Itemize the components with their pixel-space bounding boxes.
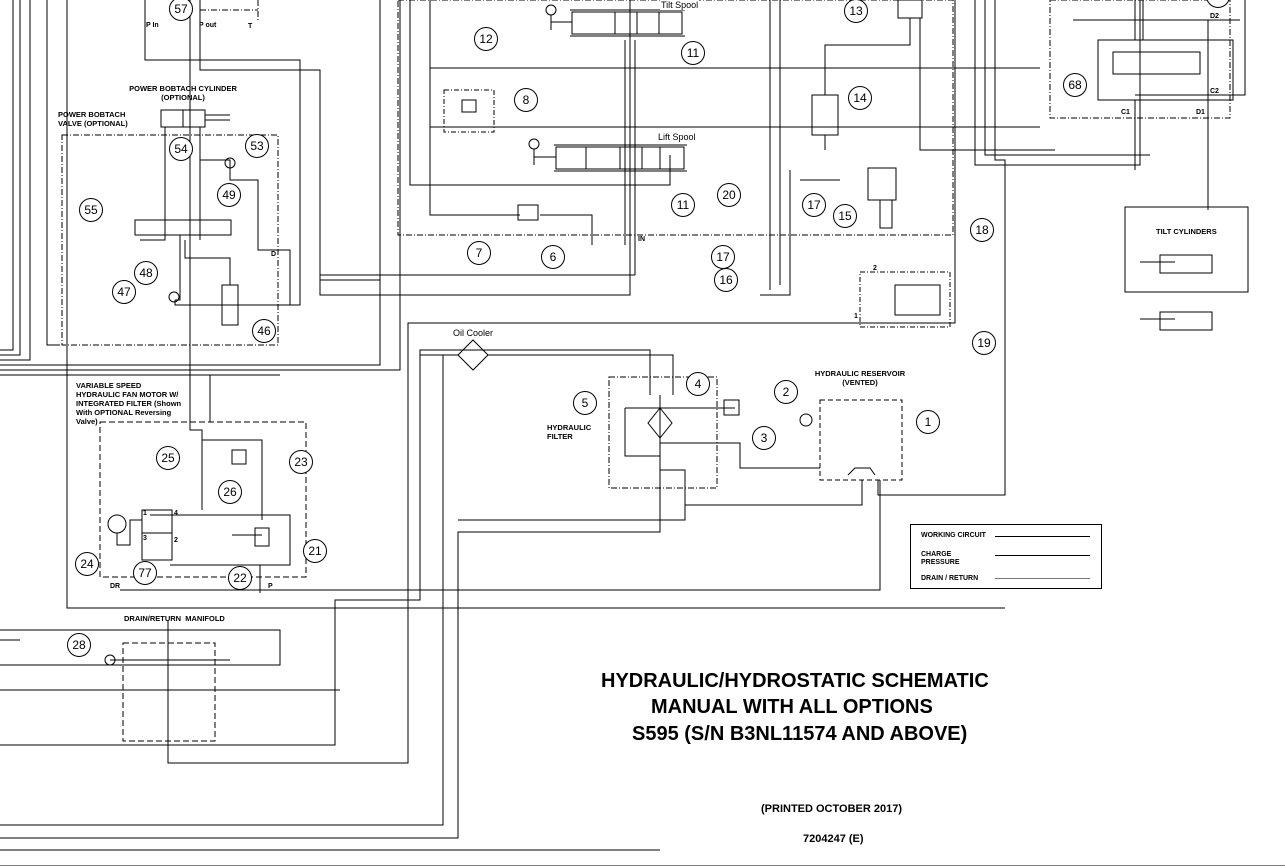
port-in: IN [638,236,645,243]
callout-2: 2 [774,380,798,404]
title-line-3: S595 (S/N B3NL11574 AND ABOVE) [632,723,968,745]
callout-19: 19 [972,331,996,355]
callout-26: 26 [218,480,242,504]
callout-15: 15 [833,204,857,228]
port-fan-2: 2 [174,537,178,544]
port-19-1: 1 [854,313,858,320]
callout-11b: 11 [671,193,695,217]
callout-23: 23 [289,450,313,474]
tilt-cylinders-label: TILT CYLINDERS [1156,227,1217,236]
port-p: P [268,583,273,590]
port-p-in: P In [146,22,159,29]
lift-spool-label: Lift Spool [657,132,697,142]
callout-14: 14 [848,86,872,110]
title-line-1: HYDRAULIC/HYDROSTATIC SCHEMATIC [601,670,989,692]
port-c1: C1 [1121,109,1130,116]
callout-17b: 17 [711,245,735,269]
callout-48: 48 [134,261,158,285]
port-fan-1: 1 [143,510,147,517]
legend-working-circuit: WORKING CIRCUIT [921,532,986,539]
callout-18: 18 [970,218,994,242]
legend-working-line [995,536,1090,537]
port-19-2: 2 [873,265,877,272]
callout-11: 11 [681,41,705,65]
callout-46: 46 [252,319,276,343]
callout-12: 12 [474,27,498,51]
callout-3: 3 [752,426,776,450]
port-d: D [271,251,277,258]
callout-24: 24 [75,552,99,576]
callout-13: 13 [844,0,868,23]
line-legend: WORKING CIRCUIT CHARGE PRESSURE DRAIN / … [910,524,1102,589]
callout-55: 55 [79,198,103,222]
drain-manifold-label: DRAIN/RETURN MANIFOLD [124,614,225,623]
callout-8: 8 [514,88,538,112]
callout-22: 22 [228,566,252,590]
tilt-spool-label: Tilt Spool [660,0,700,10]
callout-28: 28 [67,633,91,657]
callout-77: 77 [133,561,157,585]
callout-1: 1 [916,410,940,434]
callout-20: 20 [717,183,741,207]
port-d1: D1 [1196,109,1205,116]
title-line-2: MANUAL WITH ALL OPTIONS [651,696,933,718]
callout-49: 49 [217,183,241,207]
port-p-out: P out [199,22,217,29]
callout-21: 21 [303,539,327,563]
port-d2: D2 [1210,13,1219,20]
port-fan-4: 4 [174,510,178,517]
printed-date: (PRINTED OCTOBER 2017) [761,803,902,815]
power-bobtach-cylinder-label: POWER BOBTACH CYLINDER (OPTIONAL) [129,84,237,102]
callout-7: 7 [467,241,491,265]
callout-5: 5 [573,391,597,415]
port-c2: C2 [1210,88,1219,95]
callout-54: 54 [169,137,193,161]
legend-drain-line [995,578,1090,579]
callout-16: 16 [714,268,738,292]
legend-drain-return: DRAIN / RETURN [921,575,979,582]
hydraulic-reservoir-label: HYDRAULIC RESERVOIR (VENTED) [814,369,906,387]
power-bobtach-valve-label: POWER BOBTACH VALVE (OPTIONAL) [58,110,128,128]
callout-57: 57 [169,0,193,21]
oil-cooler-label: Oil Cooler [453,328,494,338]
legend-charge-pressure: CHARGE PRESSURE [921,551,960,566]
hydraulic-filter-label: HYDRAULIC FILTER [547,423,592,441]
callout-17: 17 [802,193,826,217]
port-dr: DR [110,583,121,590]
callout-53: 53 [245,134,269,158]
callout-68: 68 [1063,73,1087,97]
doc-number: 7204247 (E) [803,833,864,845]
callout-6: 6 [541,245,565,269]
callout-25: 25 [156,446,180,470]
port-t: T [248,23,253,30]
port-fan-3: 3 [143,535,147,542]
callout-4: 4 [686,372,710,396]
legend-charge-line [995,555,1090,556]
callout-47: 47 [112,280,136,304]
fan-motor-label: VARIABLE SPEED HYDRAULIC FAN MOTOR W/ IN… [76,381,182,426]
